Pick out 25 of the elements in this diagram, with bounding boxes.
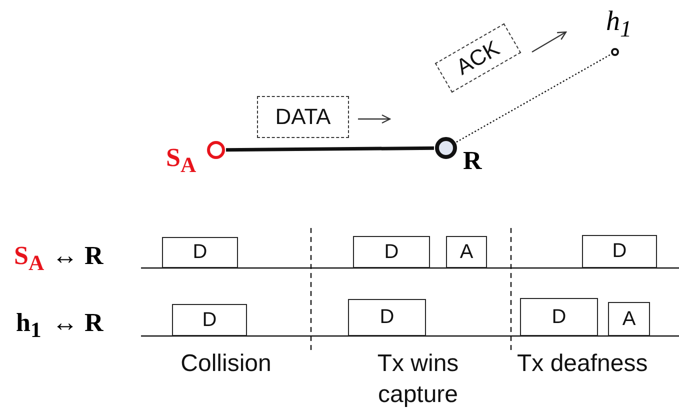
packet-box: D [172, 304, 247, 336]
packet-box: D [520, 298, 598, 336]
packet-box: DATA [257, 96, 349, 138]
phase-caption: Tx deafness [517, 349, 649, 379]
node-label: R [463, 148, 482, 174]
link-line [226, 146, 434, 152]
link-line [456, 54, 611, 143]
packet-box: ACK [434, 23, 522, 93]
node-circle [611, 48, 619, 56]
packet-box: D [582, 235, 657, 268]
row-label: S$_{A}$ [14, 243, 44, 275]
row-label: ↔ R [52, 243, 104, 269]
phase-caption: Tx wins capture [376, 349, 460, 410]
packet-box: A [446, 236, 487, 268]
phase-caption: Collision [180, 349, 272, 379]
node-circle [207, 141, 225, 159]
packet-box: D [162, 237, 238, 268]
row-label: ↔ R [52, 310, 104, 336]
node-label: h$_{1}$ [606, 8, 632, 42]
packet-box: D [348, 299, 426, 336]
node-label: S$_{A}$ [166, 145, 196, 177]
packet-box: A [608, 302, 650, 336]
node-circle [435, 137, 457, 159]
packet-box: D [353, 236, 430, 268]
row-label: h$_{1}$ [16, 310, 42, 342]
